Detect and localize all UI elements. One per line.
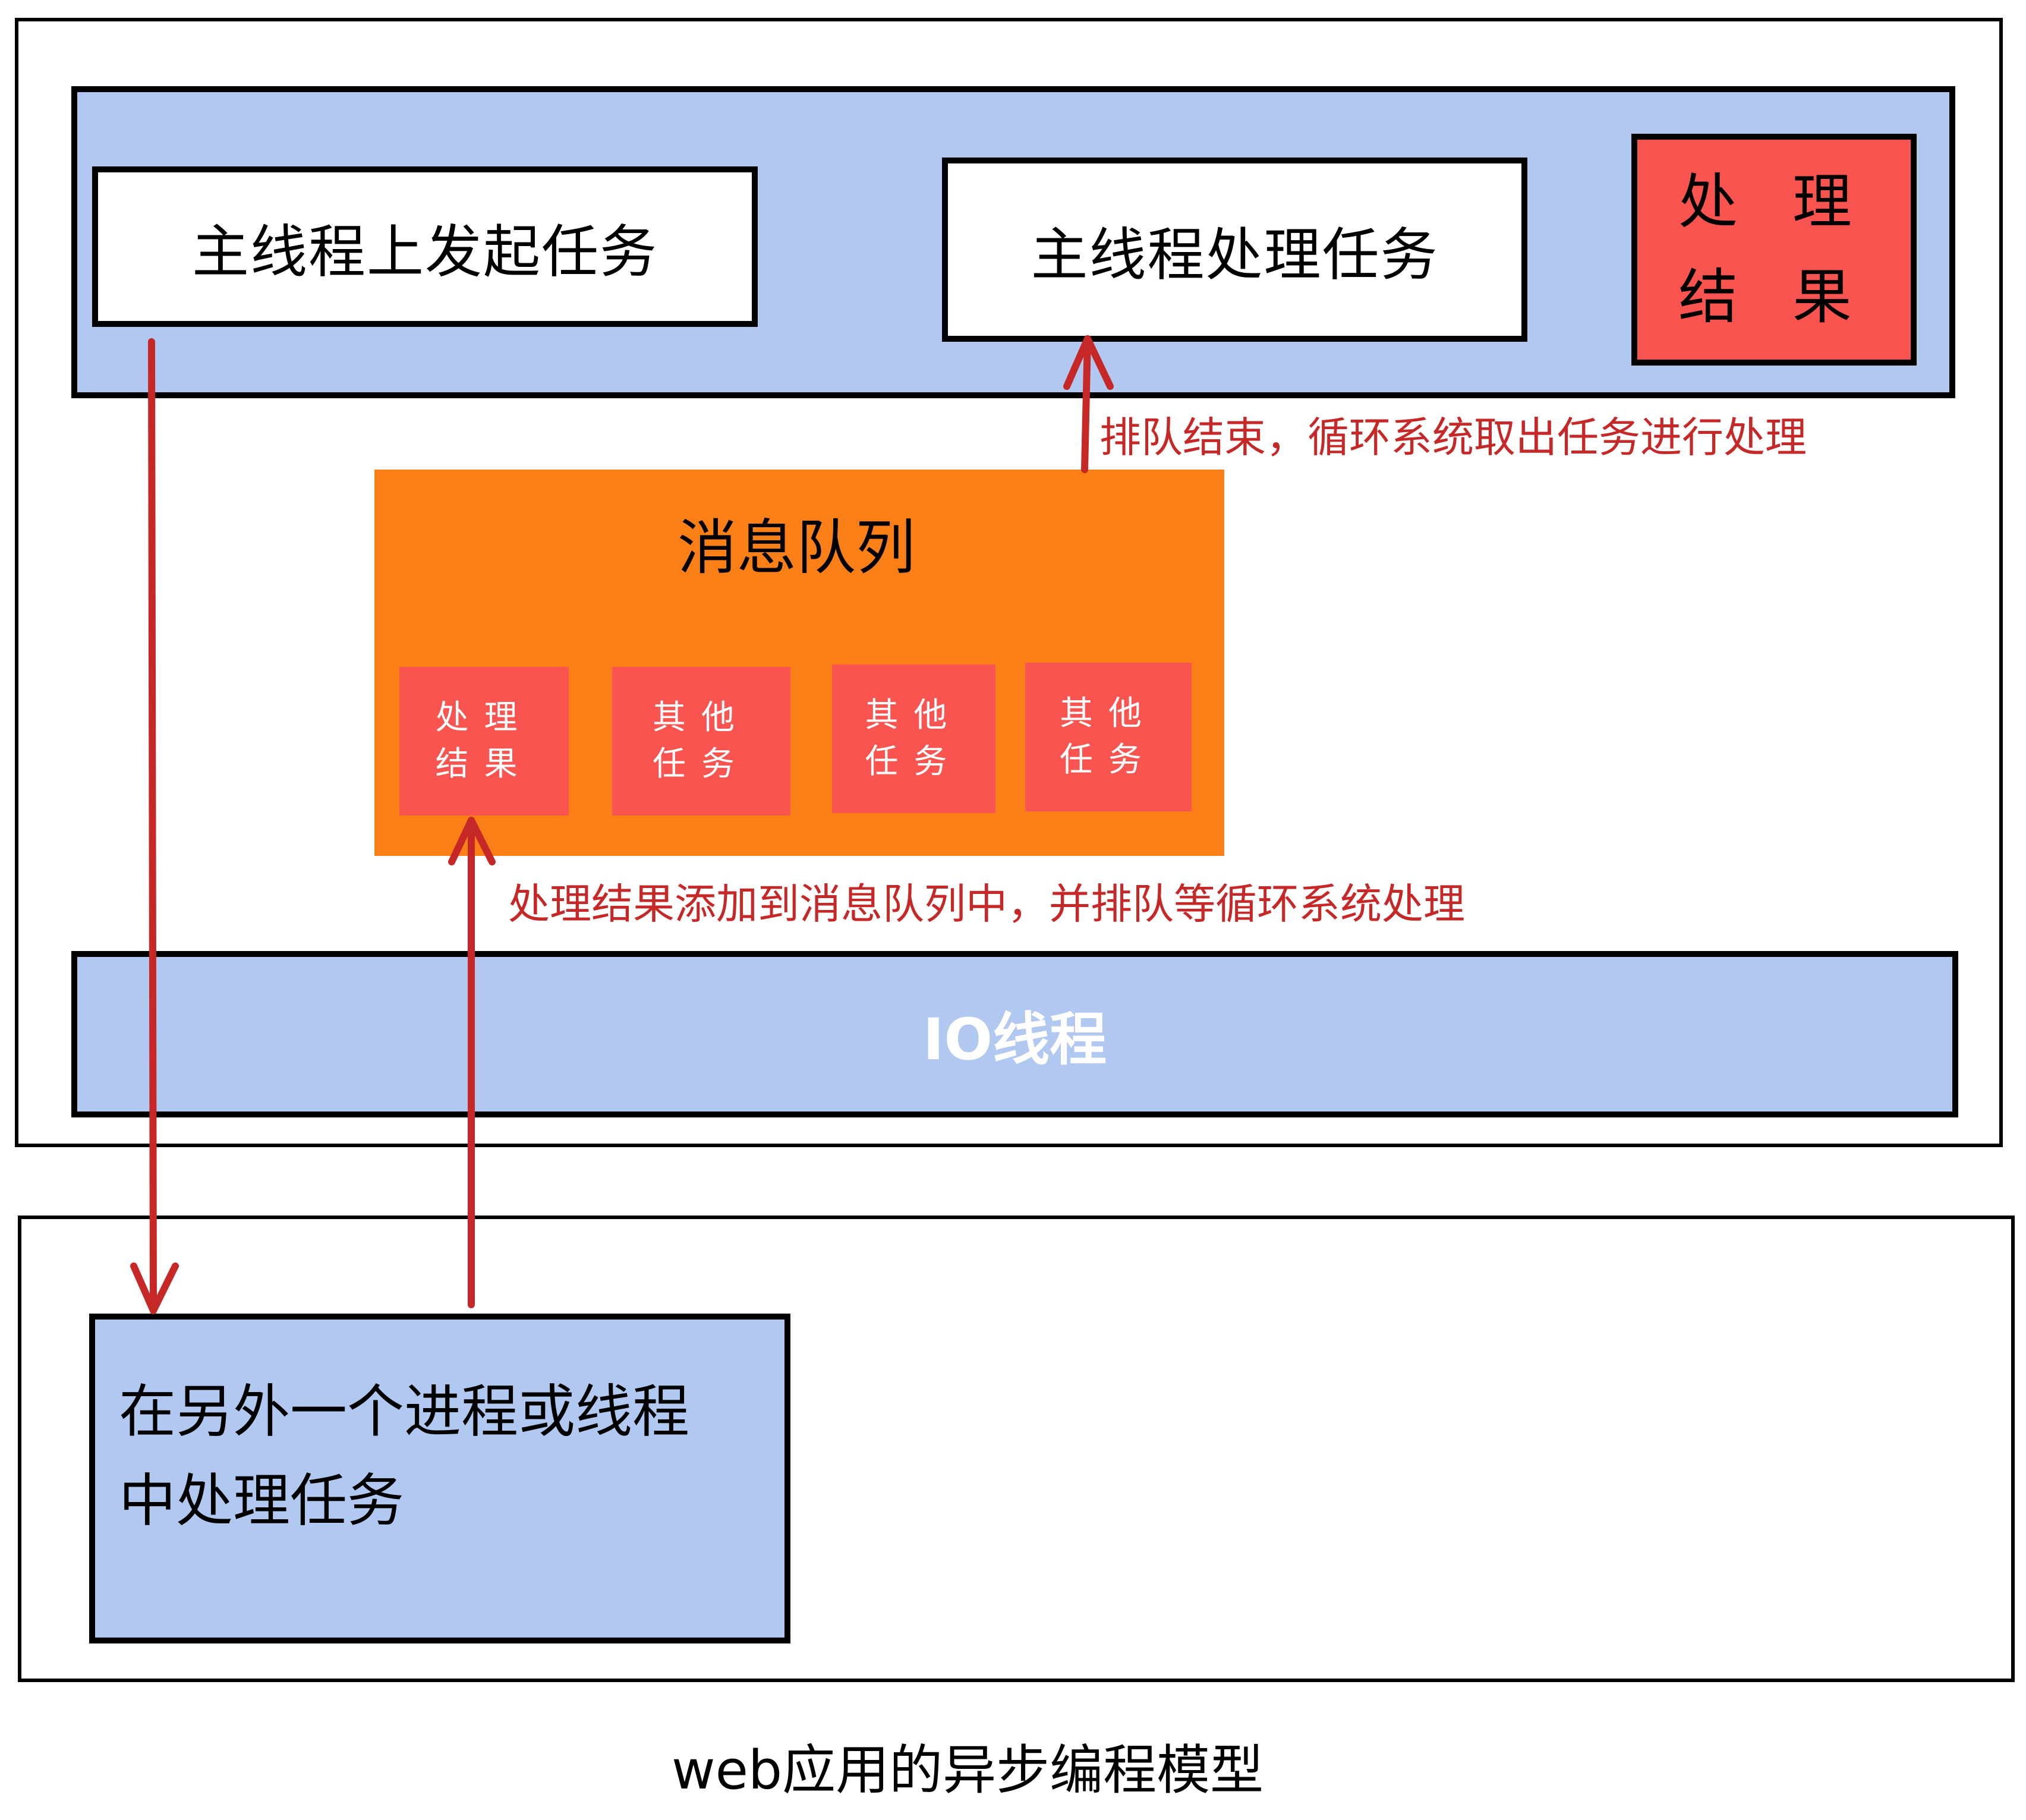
arrow-to-process-task-head — [1063, 335, 1114, 390]
enqueue-annotation: 处理结果添加到消息队列中，并排队等循环系统处理 — [508, 880, 1465, 928]
other-thread-line-1: 在另外一个进程或线程 — [119, 1378, 689, 1445]
diagram-caption: web应用的异步编程模型 — [672, 1739, 1264, 1802]
arrow-to-process-task — [1081, 335, 1091, 473]
io-thread-band: IO线程 — [71, 951, 1958, 1117]
other-thread-line-2: 中处理任务 — [119, 1468, 404, 1534]
result-line-1: 处 理 — [1678, 167, 1870, 237]
queue-item-other-1: 其他任务 — [612, 667, 790, 815]
queue-item-other-3: 其他任务 — [1025, 663, 1192, 811]
start-task-box: 主线程上发起任务 — [92, 166, 758, 327]
arrow-to-queue-head — [448, 817, 496, 865]
result-box: 处 理 结 果 — [1631, 134, 1917, 366]
io-thread-label: IO线程 — [922, 1006, 1107, 1073]
other-thread-task-box: 在另外一个进程或线程 中处理任务 — [89, 1314, 790, 1643]
start-task-label: 主线程上发起任务 — [192, 218, 658, 285]
result-line-2: 结 果 — [1678, 262, 1870, 332]
queue-item-other-2: 其他任务 — [832, 665, 995, 813]
arrow-to-other-thread-head — [130, 1262, 179, 1314]
process-task-label: 主线程处理任务 — [1031, 221, 1439, 288]
message-queue-title: 消息队列 — [678, 513, 915, 582]
queue-item-result: 处理结果 — [399, 667, 569, 815]
arrow-to-other-thread — [148, 338, 157, 1314]
process-task-box: 主线程处理任务 — [942, 158, 1527, 342]
dequeue-annotation: 排队结束，循环系统取出任务进行处理 — [1099, 413, 1807, 462]
